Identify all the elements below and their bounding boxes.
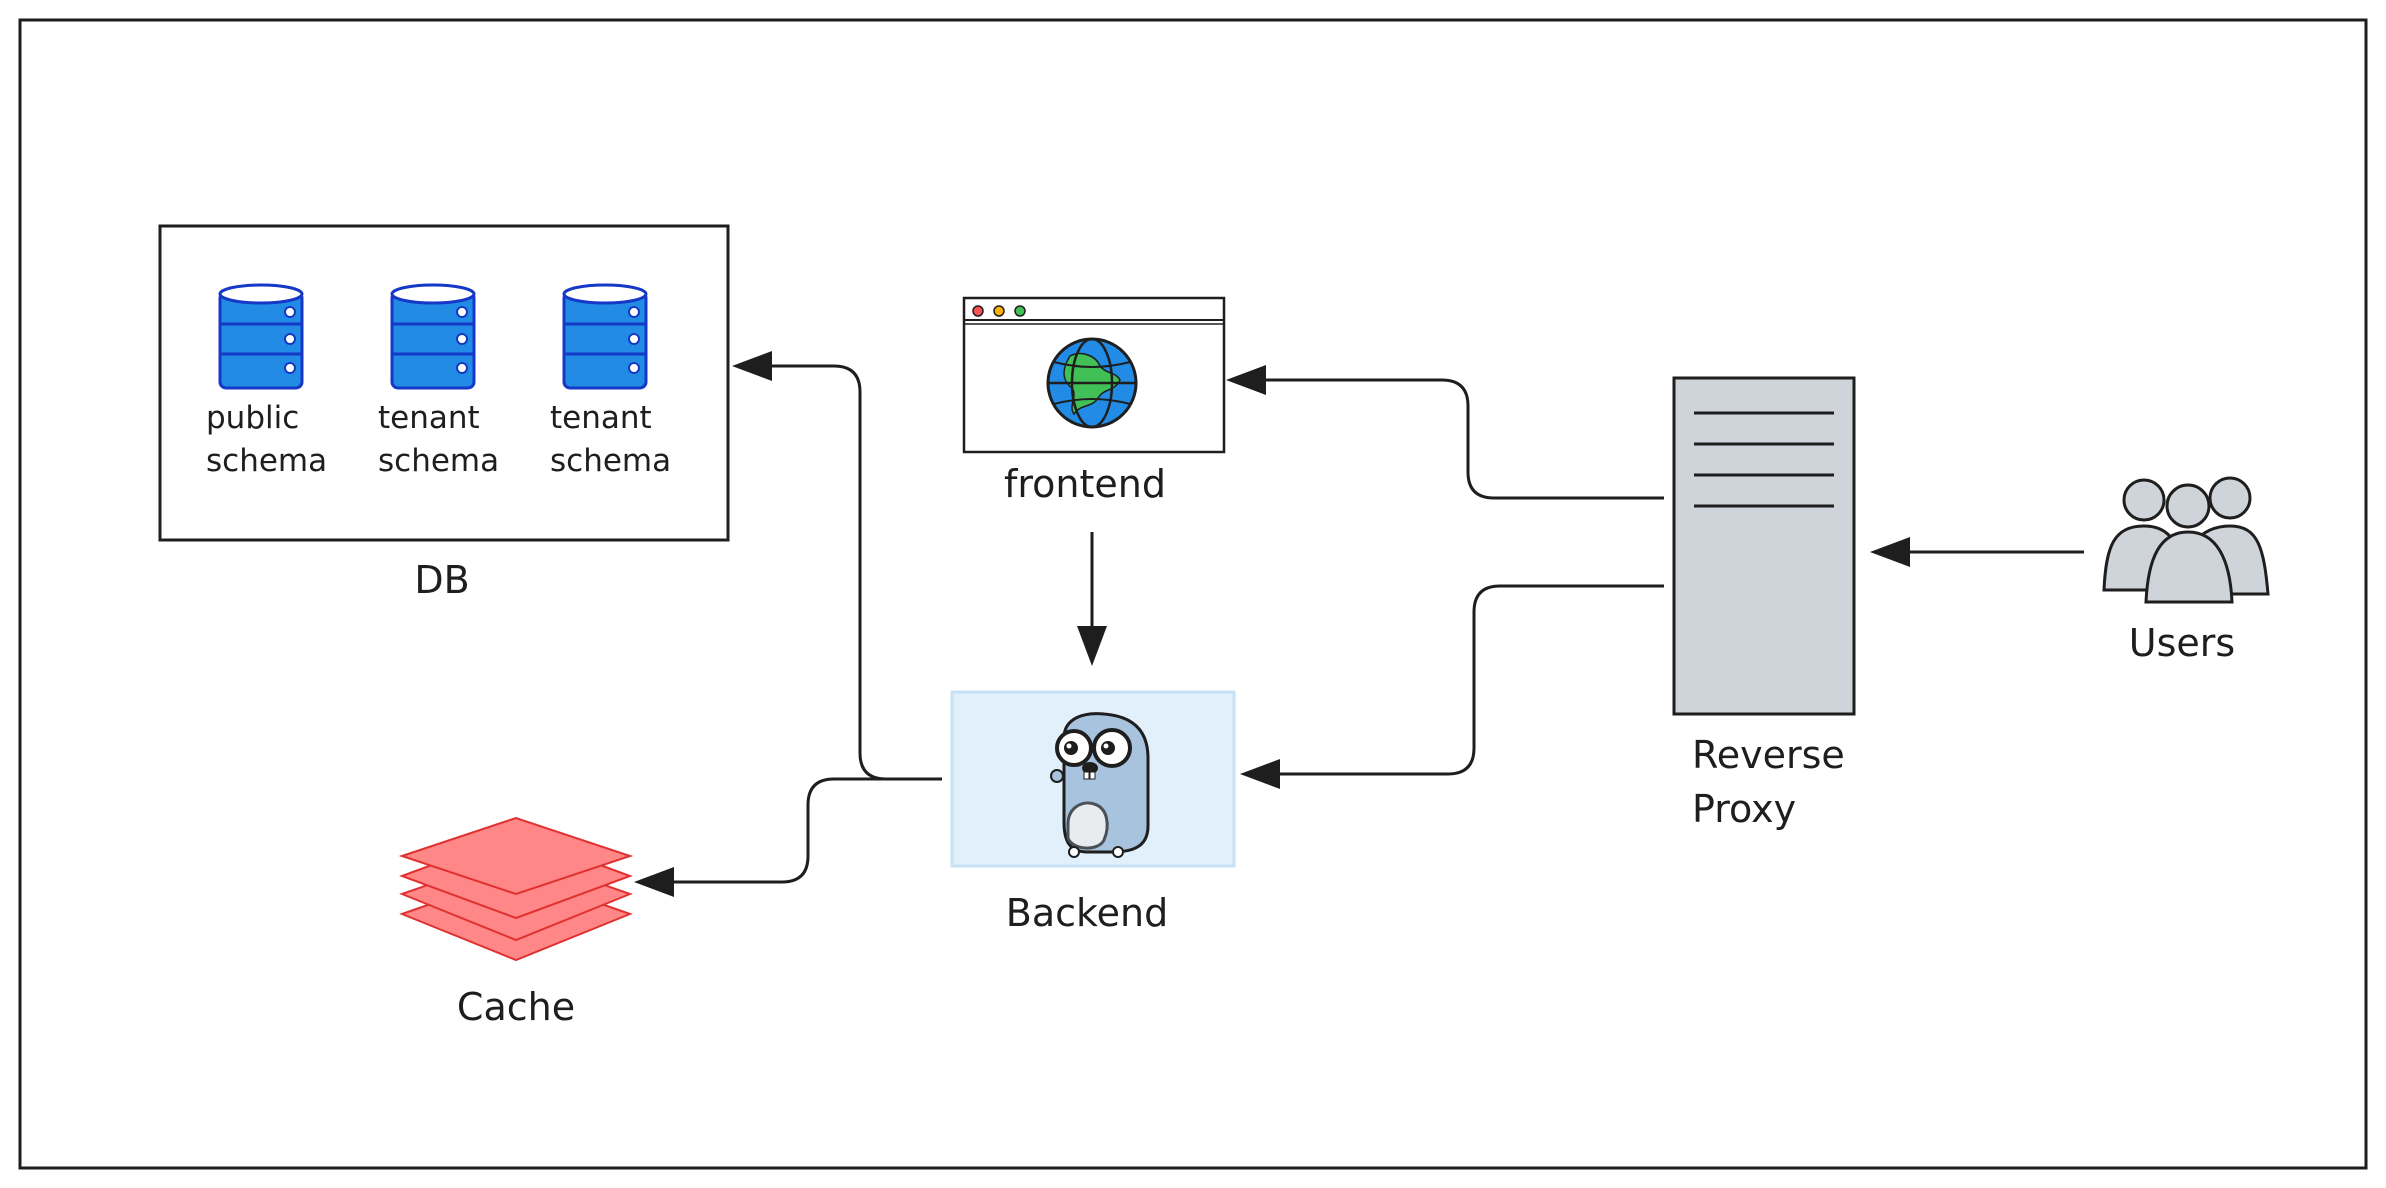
db-group: public schema tenant schema tenant schem… [158,224,730,602]
backend-label: Backend [1006,891,1168,935]
reverse-proxy-group: Reverse Proxy [1672,376,1856,831]
users-group: Users [2102,476,2270,665]
schema-label: public [206,400,299,436]
database-icon [218,283,304,390]
users-icon [2102,476,2270,604]
globe-icon [1046,337,1138,429]
arrow-backend-to-cache [634,777,942,897]
connectors [634,351,2084,897]
database-icon [390,283,476,390]
schema-label: schema [550,443,671,479]
database-icon [562,283,648,390]
schema-label: schema [206,443,327,479]
cache-group: Cache [398,816,634,1029]
window-maximize-dot [1014,305,1026,317]
schema-label: tenant [378,400,480,436]
backend-group: Backend [950,690,1236,935]
users-label: Users [2129,621,2235,665]
server-icon [1672,376,1856,716]
db-label: DB [414,558,469,602]
window-close-dot [972,305,984,317]
arrow-proxy-to-frontend [1226,365,1664,500]
diagram-frame [18,18,2368,1170]
window-minimize-dot [993,305,1005,317]
schema-label: schema [378,443,499,479]
gopher-icon [1050,712,1150,858]
frontend-label: frontend [1004,462,1166,506]
cache-label: Cache [457,985,575,1029]
arrow-proxy-to-backend [1240,584,1664,789]
reverse-proxy-label: Proxy [1692,787,1796,831]
reverse-proxy-label: Reverse [1692,733,1845,777]
layers-icon [398,816,634,962]
schema-label: tenant [550,400,652,436]
frontend-group: frontend [962,296,1226,506]
